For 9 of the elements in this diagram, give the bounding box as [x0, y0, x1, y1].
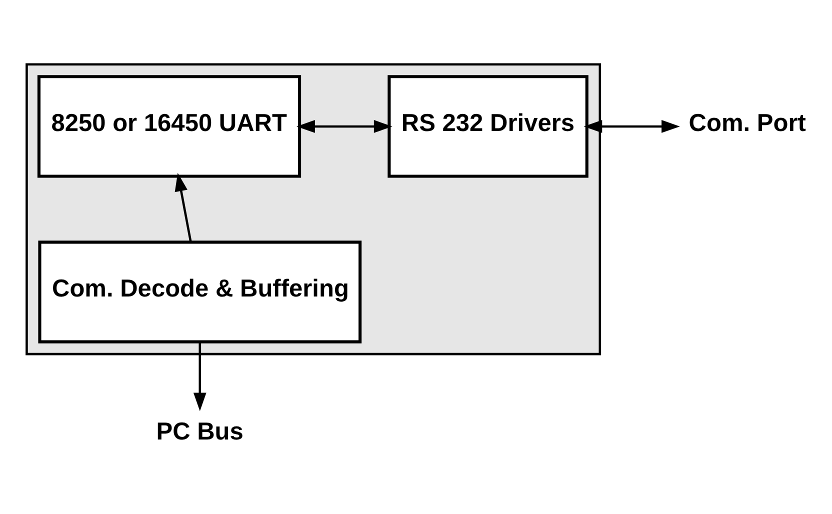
arrow — [296, 120, 392, 132]
arrow — [193, 342, 206, 411]
node-box: RS 232 Drivers — [388, 74, 588, 178]
node-text: PC Bus — [156, 418, 244, 446]
arrow — [584, 120, 680, 132]
arrow — [174, 172, 192, 242]
node-box: Com. Decode & Buffering — [38, 240, 362, 343]
node-box: 8250 or 16450 UART — [37, 74, 302, 178]
node-text: Com. Port — [688, 109, 806, 136]
